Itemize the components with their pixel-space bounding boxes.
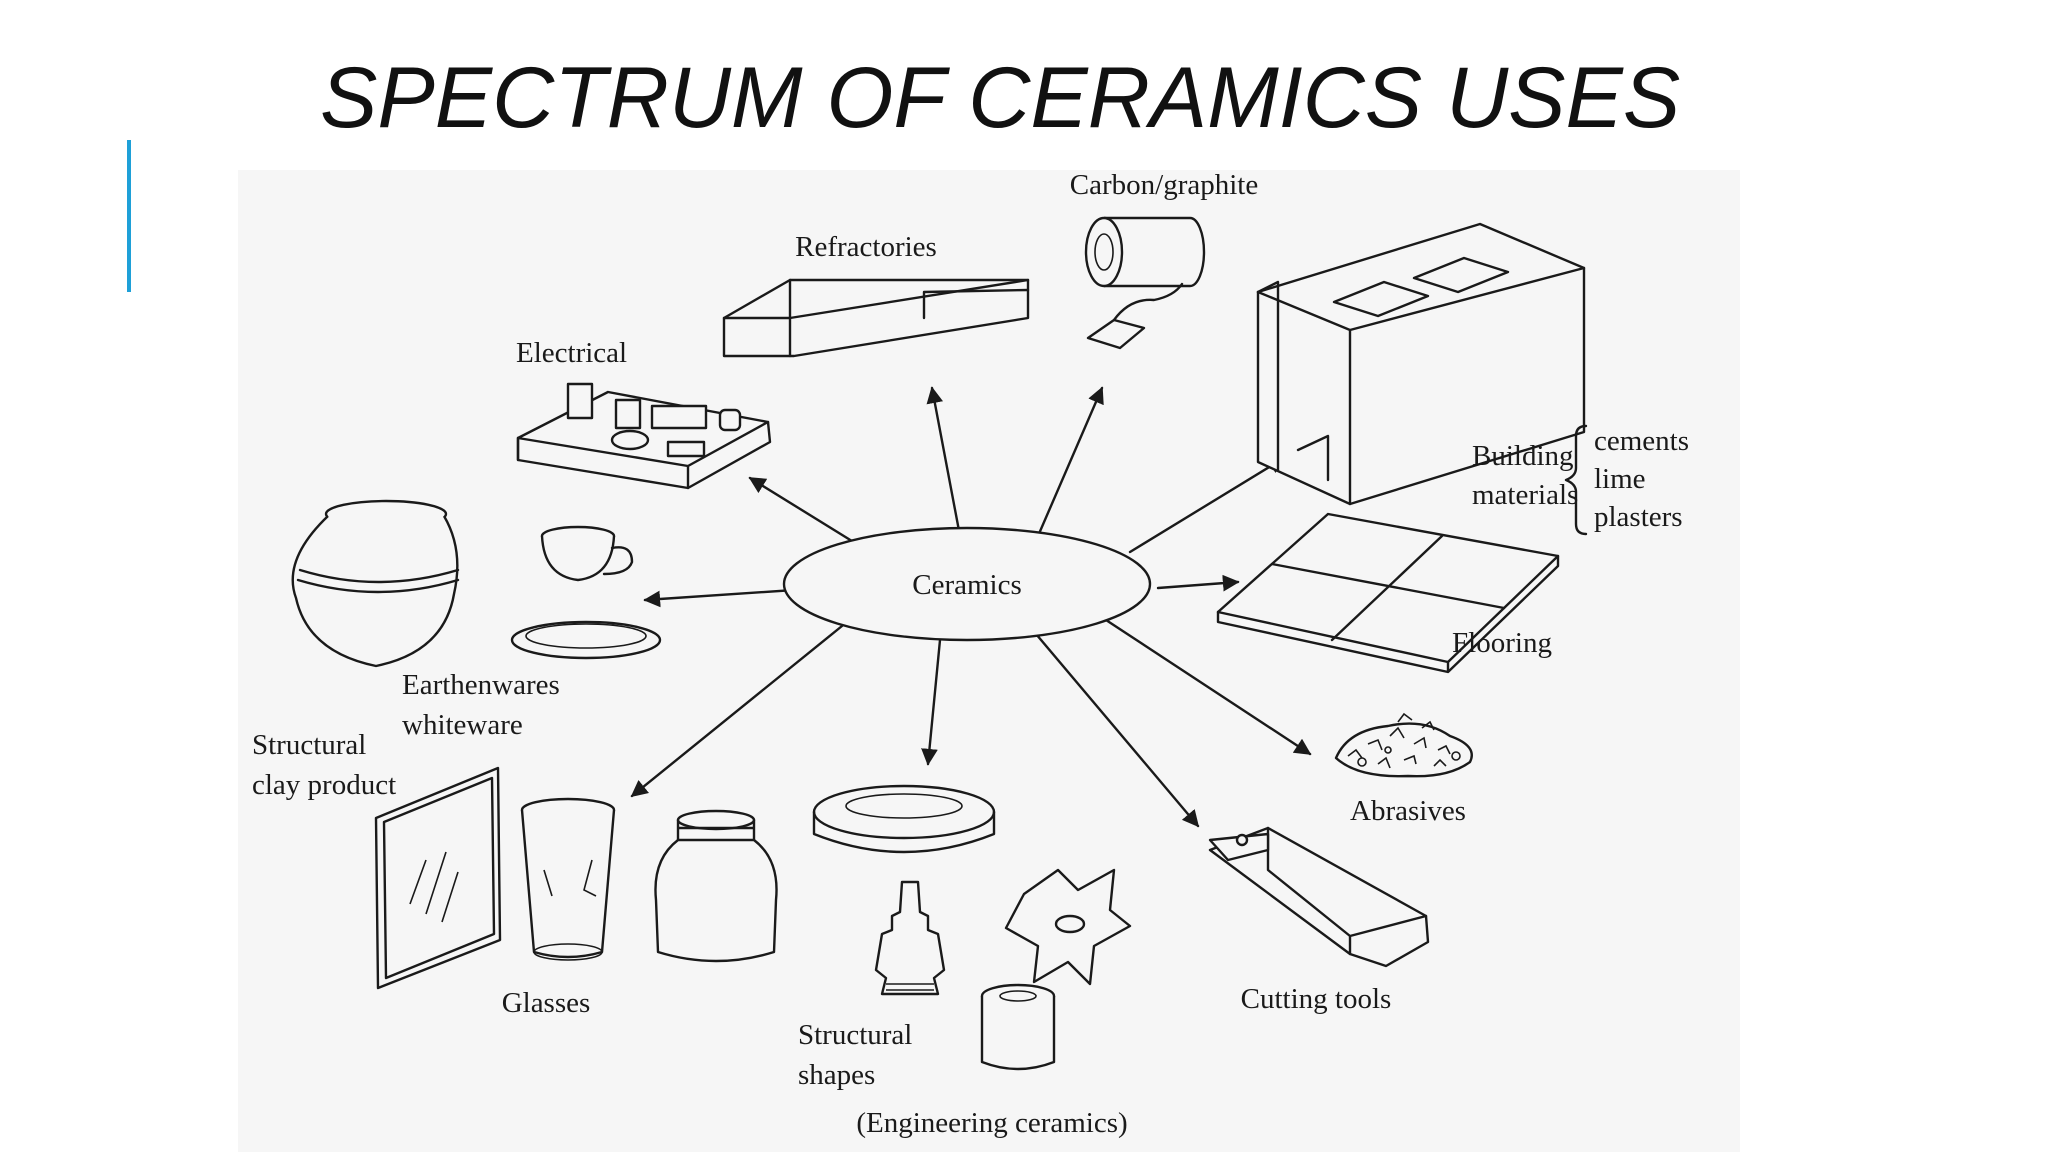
label-building: Building — [1472, 440, 1574, 472]
label-materials: materials — [1472, 479, 1578, 511]
label-electrical: Electrical — [516, 337, 627, 369]
carbon-graphite-icon — [1084, 216, 1206, 350]
arrow-structural-shapes — [921, 638, 942, 766]
arrow-carbon — [1036, 386, 1104, 538]
label-abrasives: Abrasives — [1350, 795, 1466, 827]
arrow-glasses — [630, 624, 844, 798]
glasses-icon — [374, 766, 778, 990]
arrow-earthenware — [643, 588, 796, 608]
ceramics-diagram: Ceramics Carbon/graphite Refractories El… — [252, 170, 1689, 1139]
earthenware-icon — [291, 499, 662, 668]
arrow-abrasives — [1104, 618, 1312, 756]
label-structural-shapes-1: Structural — [798, 1019, 912, 1051]
label-flooring: Flooring — [1452, 627, 1552, 659]
accent-bar — [127, 140, 131, 292]
structural-shapes-icon — [812, 784, 1132, 1071]
label-cements: cements — [1594, 425, 1689, 457]
label-engineering-ceramics: (Engineering ceramics) — [856, 1107, 1127, 1139]
slide-title: SPECTRUM OF CERAMICS USES — [320, 50, 1681, 146]
label-structural-clay-1: Structural — [252, 729, 366, 761]
electrical-icon — [516, 382, 772, 490]
label-whiteware: whiteware — [402, 709, 523, 741]
building-block-icon — [1256, 222, 1586, 506]
label-cutting-tools: Cutting tools — [1241, 983, 1392, 1015]
diagram-panel: Ceramics Carbon/graphite Refractories El… — [238, 170, 1740, 1152]
arrow-cutting-tools — [1034, 632, 1200, 828]
cutting-tools-icon — [1208, 826, 1430, 968]
label-lime: lime — [1594, 463, 1646, 495]
arrow-flooring — [1156, 574, 1240, 592]
ceramics-ellipse — [782, 526, 1152, 642]
abrasives-icon — [1334, 712, 1473, 778]
label-carbon-graphite: Carbon/graphite — [1070, 170, 1258, 201]
refractories-icon — [722, 278, 1030, 358]
label-plasters: plasters — [1594, 501, 1683, 533]
label-earthenwares: Earthenwares — [402, 669, 560, 701]
label-glasses: Glasses — [502, 987, 591, 1019]
arrow-electrical — [748, 476, 862, 548]
center-label: Ceramics — [912, 569, 1022, 601]
arrow-refractories — [926, 386, 962, 538]
building-brace — [1564, 424, 1588, 536]
label-structural-clay-2: clay product — [252, 769, 396, 801]
label-structural-shapes-2: shapes — [798, 1059, 875, 1091]
arrows — [630, 386, 1312, 828]
flooring-icon — [1216, 512, 1560, 674]
label-refractories: Refractories — [795, 231, 937, 263]
arrow-building — [1128, 456, 1286, 554]
